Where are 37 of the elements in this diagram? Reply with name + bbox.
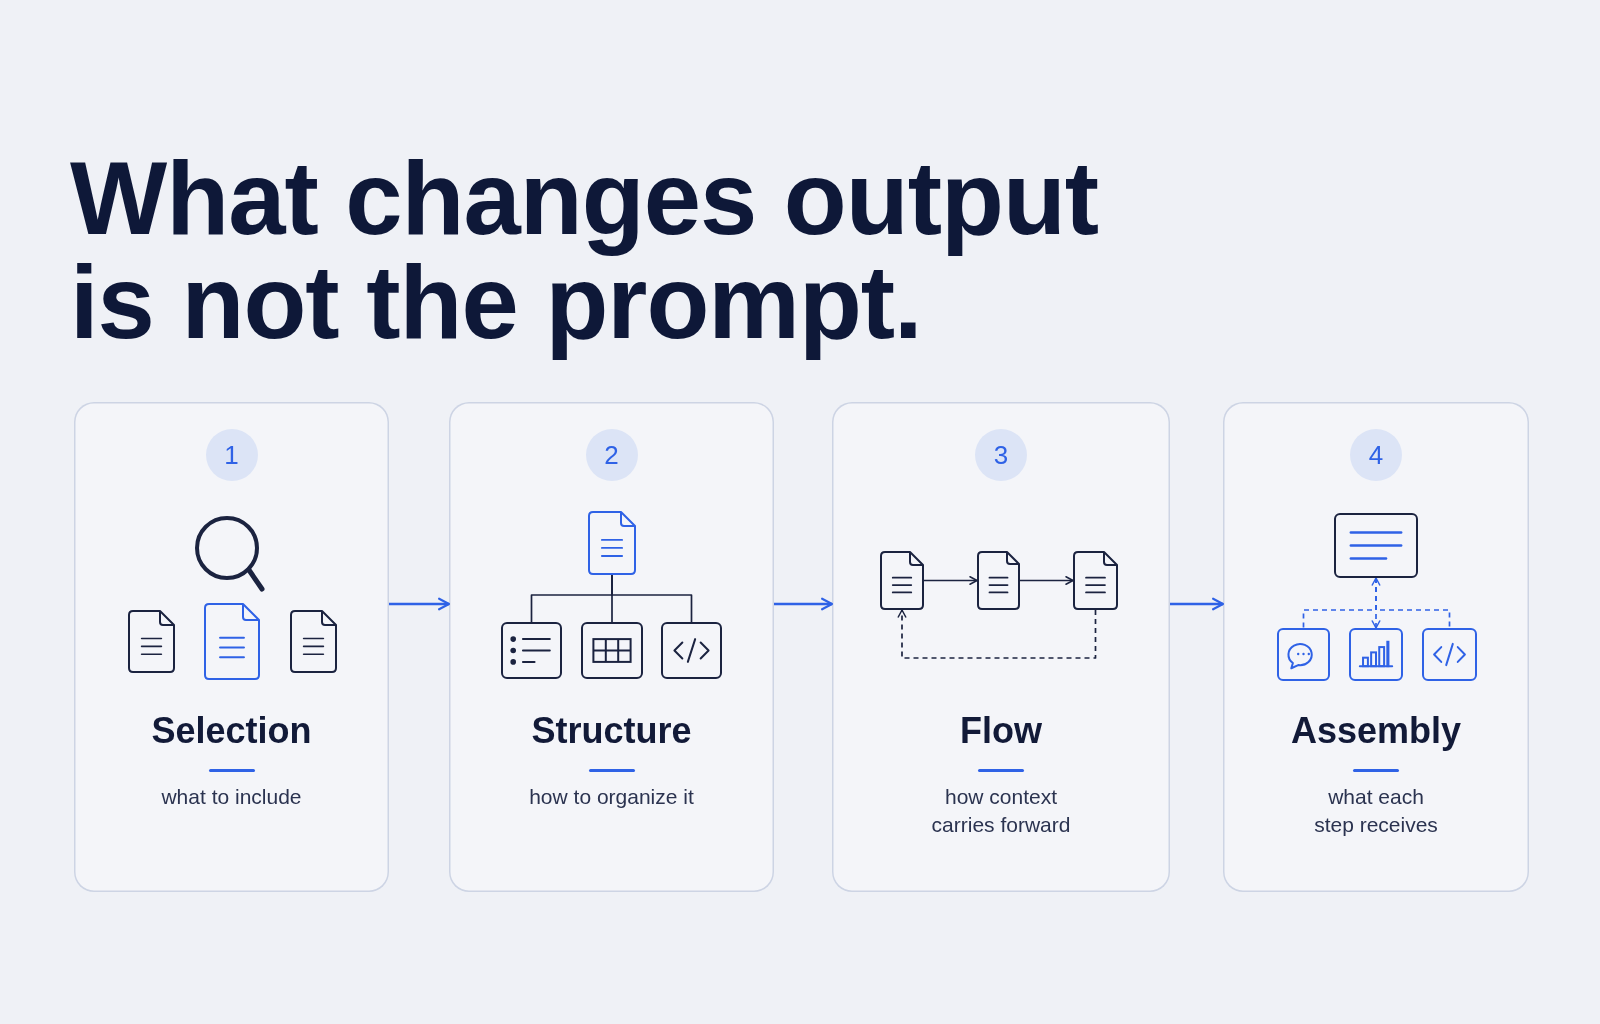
arrow xyxy=(389,597,451,611)
step-card xyxy=(1223,402,1529,892)
arrow xyxy=(1170,597,1225,611)
step-description: what each step receives xyxy=(1313,784,1439,838)
text-panel-icon xyxy=(1334,513,1418,578)
code-icon xyxy=(661,622,722,679)
step-card xyxy=(832,402,1170,892)
step-title: Structure xyxy=(531,709,692,753)
arrow xyxy=(1019,576,1074,585)
step-number: 3 xyxy=(975,429,1027,481)
step-number: 4 xyxy=(1350,429,1402,481)
document-icon xyxy=(977,551,1020,610)
step-description: how context carries forward xyxy=(930,784,1072,838)
dashed-arrow xyxy=(897,609,1097,659)
step-description: how to organize it xyxy=(529,784,694,810)
table-icon xyxy=(581,622,643,679)
dashed-connector xyxy=(1375,577,1451,629)
dashed-arrow xyxy=(1371,577,1381,629)
step-title: Flow xyxy=(960,709,1042,753)
step-number: 2 xyxy=(585,429,638,481)
step-title: Selection xyxy=(151,709,312,753)
connector-line xyxy=(611,574,693,623)
document-icon xyxy=(880,551,924,610)
document-icon xyxy=(1073,551,1118,610)
code-icon xyxy=(1422,628,1477,681)
chat-bubble-icon xyxy=(1277,628,1330,681)
step-card xyxy=(74,402,389,892)
bar-chart-icon xyxy=(1349,628,1403,681)
step-description: what to include xyxy=(161,784,302,810)
step-title: Assembly xyxy=(1290,709,1462,753)
step-card xyxy=(449,402,774,892)
arrow xyxy=(923,576,978,585)
arrow xyxy=(774,597,834,611)
document-icon xyxy=(588,511,636,575)
headline: What changes output is not the prompt. xyxy=(70,147,1100,362)
list-icon xyxy=(501,622,562,679)
step-number: 1 xyxy=(205,429,258,481)
